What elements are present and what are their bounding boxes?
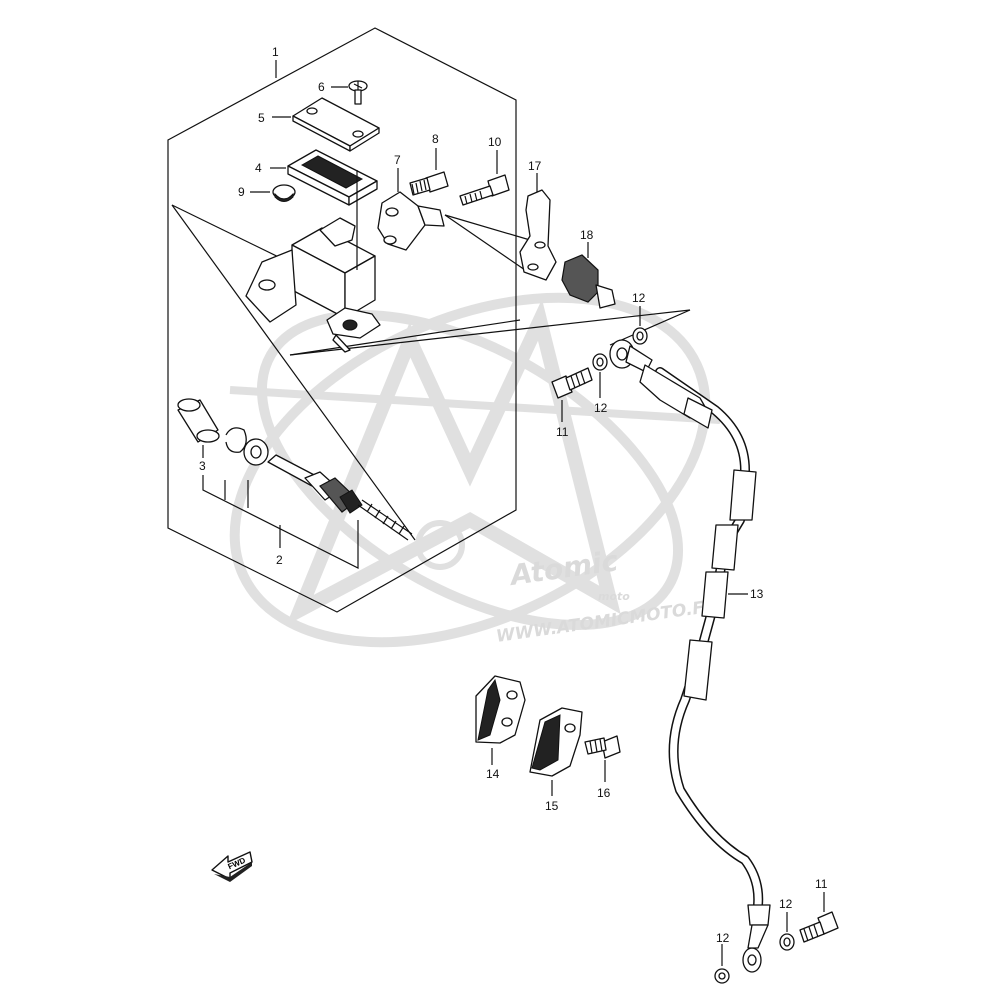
part-14-holder: 14 [475, 675, 526, 781]
part-12-washer-top: 12 [632, 291, 648, 345]
callout-5: 5 [258, 111, 265, 125]
master-cylinder-body [245, 170, 381, 353]
callout-8: 8 [432, 132, 439, 146]
part-5-reservoir-cap: 5 [258, 97, 380, 152]
callout-15: 15 [545, 799, 559, 813]
part-18-switch: 18 [561, 228, 616, 309]
callout-12-a: 12 [632, 291, 646, 305]
part-6-screw: 6 [318, 80, 368, 105]
callout-6: 6 [318, 80, 325, 94]
part-11-banjo-bolt-top: 11 [551, 367, 593, 439]
callout-1: 1 [272, 45, 279, 59]
callout-7: 7 [394, 153, 401, 167]
watermark-logo-sub: moto [598, 590, 630, 603]
part-4-diaphragm: 4 [255, 149, 378, 206]
part-11-banjo-bolt-bottom: 11 [799, 877, 839, 943]
callout-3: 3 [199, 459, 206, 473]
callout-12-d: 12 [779, 897, 793, 911]
callout-12-b: 12 [594, 401, 608, 415]
callout-10: 10 [488, 135, 502, 149]
part-12-washer-mid: 12 [592, 353, 608, 415]
callout-4: 4 [255, 161, 262, 175]
part-12-washer-bottom-left: 12 [714, 931, 730, 984]
part-circlip [225, 427, 247, 453]
callout-18: 18 [580, 228, 594, 242]
part-7-clamp: 7 [377, 153, 445, 251]
part-3-boot [177, 398, 220, 443]
part-10-pivot-bolt: 10 [459, 135, 510, 206]
callout-17: 17 [528, 159, 542, 173]
callout-2: 2 [276, 553, 283, 567]
callout-16: 16 [597, 786, 611, 800]
part-17-lever: 17 [519, 159, 557, 281]
callout-14: 14 [486, 767, 500, 781]
callout-12-c: 12 [716, 931, 730, 945]
part-15-holder: 15 [529, 707, 583, 813]
part-16-bolt: 16 [584, 735, 621, 800]
callout-13: 13 [750, 587, 764, 601]
part-8-bolt: 8 [409, 132, 449, 196]
fwd-arrow-icon: FWD [211, 851, 253, 882]
kit-bracket: 3 2 [199, 445, 359, 569]
assembly-outline [167, 27, 517, 613]
part-9-sight-glass: 9 [238, 184, 296, 202]
part-washer-piston [243, 438, 269, 466]
part-12-washer-bottom-right: 12 [779, 897, 795, 951]
callout-11-b: 11 [815, 877, 828, 891]
part-2-piston [267, 454, 413, 541]
callout-9: 9 [238, 185, 245, 199]
watermark-star-icon [229, 292, 721, 648]
guide-lines [171, 204, 691, 541]
part-13-clutch-hose: 13 [609, 339, 771, 973]
callout-11-a: 11 [556, 425, 569, 439]
